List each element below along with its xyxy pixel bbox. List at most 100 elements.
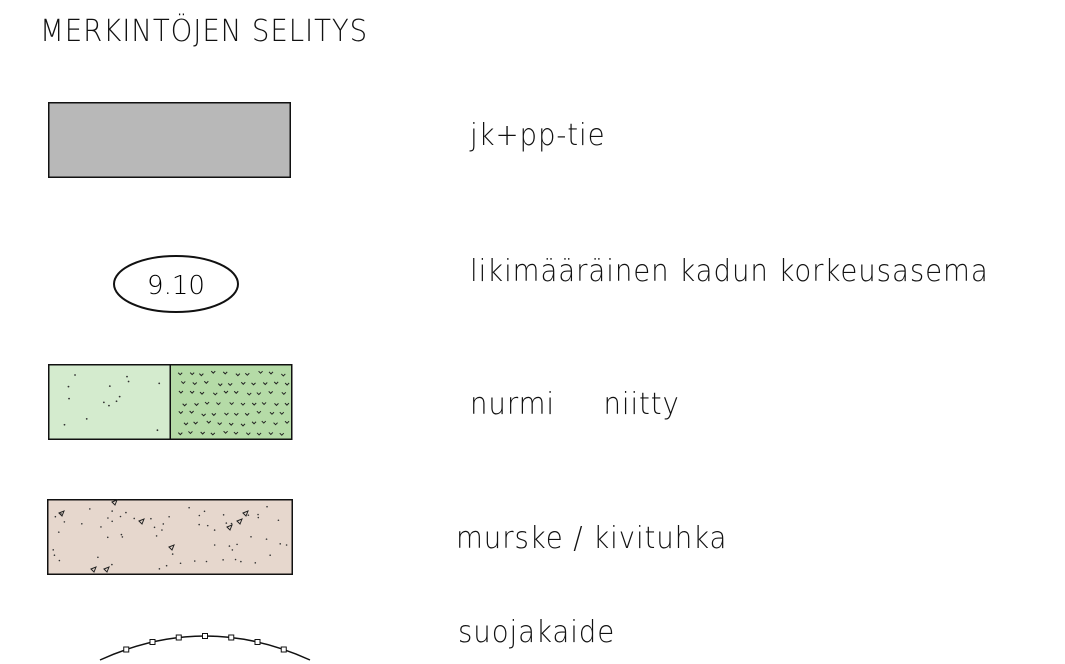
meadow-tick xyxy=(229,402,234,406)
meadow-tick xyxy=(261,402,267,406)
legend-label-road: jk+pp-tie xyxy=(470,118,606,153)
guardrail-post xyxy=(280,646,287,653)
meadow-tick xyxy=(182,403,187,407)
gravel-dot xyxy=(213,544,216,546)
meadow-tick xyxy=(178,390,184,394)
gravel-stone xyxy=(138,518,145,525)
lawn-dot xyxy=(158,382,161,385)
meadow-tick xyxy=(268,432,274,436)
legend-title: MERKINTÖJEN SELITYS xyxy=(40,14,369,49)
meadow-tick xyxy=(188,431,193,435)
gravel-dot xyxy=(247,514,250,516)
gravel-dot xyxy=(277,519,280,522)
gravel-dot xyxy=(250,535,252,538)
guardrail-symbol xyxy=(98,620,312,664)
lawn-dot xyxy=(115,400,118,403)
lawn-dot xyxy=(127,380,130,383)
meadow-tick xyxy=(200,431,206,435)
gravel-dot xyxy=(153,526,156,529)
meadow-tick xyxy=(233,412,239,416)
guardrail-post xyxy=(175,634,182,641)
gravel-dot xyxy=(54,515,57,518)
meadow-tick xyxy=(189,410,194,414)
guardrail-post xyxy=(149,639,156,645)
legend-label-elevation: likimääräinen kadun korkeusasema xyxy=(470,254,989,289)
meadow-tick xyxy=(280,373,286,377)
gravel-dot xyxy=(257,513,259,516)
meadow-tick xyxy=(281,391,287,396)
meadow-tick xyxy=(217,383,223,387)
legend-label-gravel: murske / kivituhka xyxy=(456,521,728,556)
gravel-dot xyxy=(205,560,208,563)
gravel-stone xyxy=(236,518,243,525)
meadow-tick xyxy=(180,381,186,385)
gravel-swatch xyxy=(47,499,293,575)
meadow-tick xyxy=(251,402,257,406)
meadow-tick xyxy=(223,390,229,394)
gravel-dot xyxy=(119,515,122,518)
gravel-dot xyxy=(120,533,123,536)
guardrail-post xyxy=(228,634,235,641)
meadow-tick xyxy=(273,381,279,385)
meadow-tick xyxy=(251,421,257,425)
lawn-dot xyxy=(85,417,88,420)
lawn-dot xyxy=(126,375,128,378)
legend-label-lawn-meadow: nurmi niitty xyxy=(470,387,680,422)
gravel-dot xyxy=(228,545,231,547)
meadow-tick xyxy=(273,422,278,426)
gravel-dot xyxy=(188,506,190,509)
gravel-dot xyxy=(111,520,113,523)
lawn-dot xyxy=(74,374,76,376)
meadow-tick xyxy=(244,372,250,376)
guardrail-post xyxy=(123,646,130,653)
gravel-dot xyxy=(106,536,109,539)
meadow-tick xyxy=(178,411,184,415)
gravel-dot xyxy=(100,526,102,528)
meadow-tick xyxy=(216,402,221,406)
gravel-dot xyxy=(57,531,60,533)
gravel-stone xyxy=(168,544,175,551)
lawn-meadow-swatch xyxy=(48,364,293,440)
gravel-dot xyxy=(81,522,83,525)
gravel-dot xyxy=(111,563,113,566)
gravel-dot xyxy=(52,549,55,551)
meadow-tick xyxy=(235,373,241,377)
gravel-dot xyxy=(254,562,257,564)
gravel-dot xyxy=(179,562,182,565)
lawn-swatch xyxy=(48,364,171,440)
meadow-tick xyxy=(240,381,246,385)
lawn-dot xyxy=(118,395,121,398)
meadow-tick xyxy=(262,382,268,386)
meadow-tick xyxy=(279,411,285,415)
meadow-tick xyxy=(211,413,217,417)
gravel-dot xyxy=(133,517,136,520)
meadow-tick xyxy=(240,402,246,406)
gravel-dot xyxy=(125,511,127,514)
gravel-stone xyxy=(58,510,65,517)
gravel-dot xyxy=(165,564,168,567)
meadow-tick xyxy=(261,420,267,424)
meadow-tick xyxy=(233,390,239,394)
meadow-tick xyxy=(233,431,239,435)
gravel-dot xyxy=(168,515,170,518)
gravel-dot xyxy=(53,554,56,557)
elevation-ellipse xyxy=(113,255,239,313)
gravel-dot xyxy=(222,514,225,516)
meadow-tick xyxy=(284,382,290,386)
elevation-symbol: 9.10 xyxy=(112,254,242,314)
meadow-tick xyxy=(244,412,250,416)
meadow-tick xyxy=(223,430,228,434)
meadow-tick xyxy=(199,373,204,377)
gravel-dot xyxy=(162,523,165,525)
meadow-swatch xyxy=(169,364,293,440)
gray-rectangle-swatch xyxy=(48,102,291,178)
gravel-dot xyxy=(63,521,66,523)
meadow-tick xyxy=(217,422,223,426)
meadow-tick xyxy=(279,432,285,436)
gravel-dot xyxy=(193,560,196,562)
gravel-dot xyxy=(161,529,163,531)
meadow-tick xyxy=(224,412,229,416)
meadow-tick xyxy=(274,403,279,407)
gravel-dot xyxy=(279,543,282,545)
meadow-tick xyxy=(268,391,274,395)
